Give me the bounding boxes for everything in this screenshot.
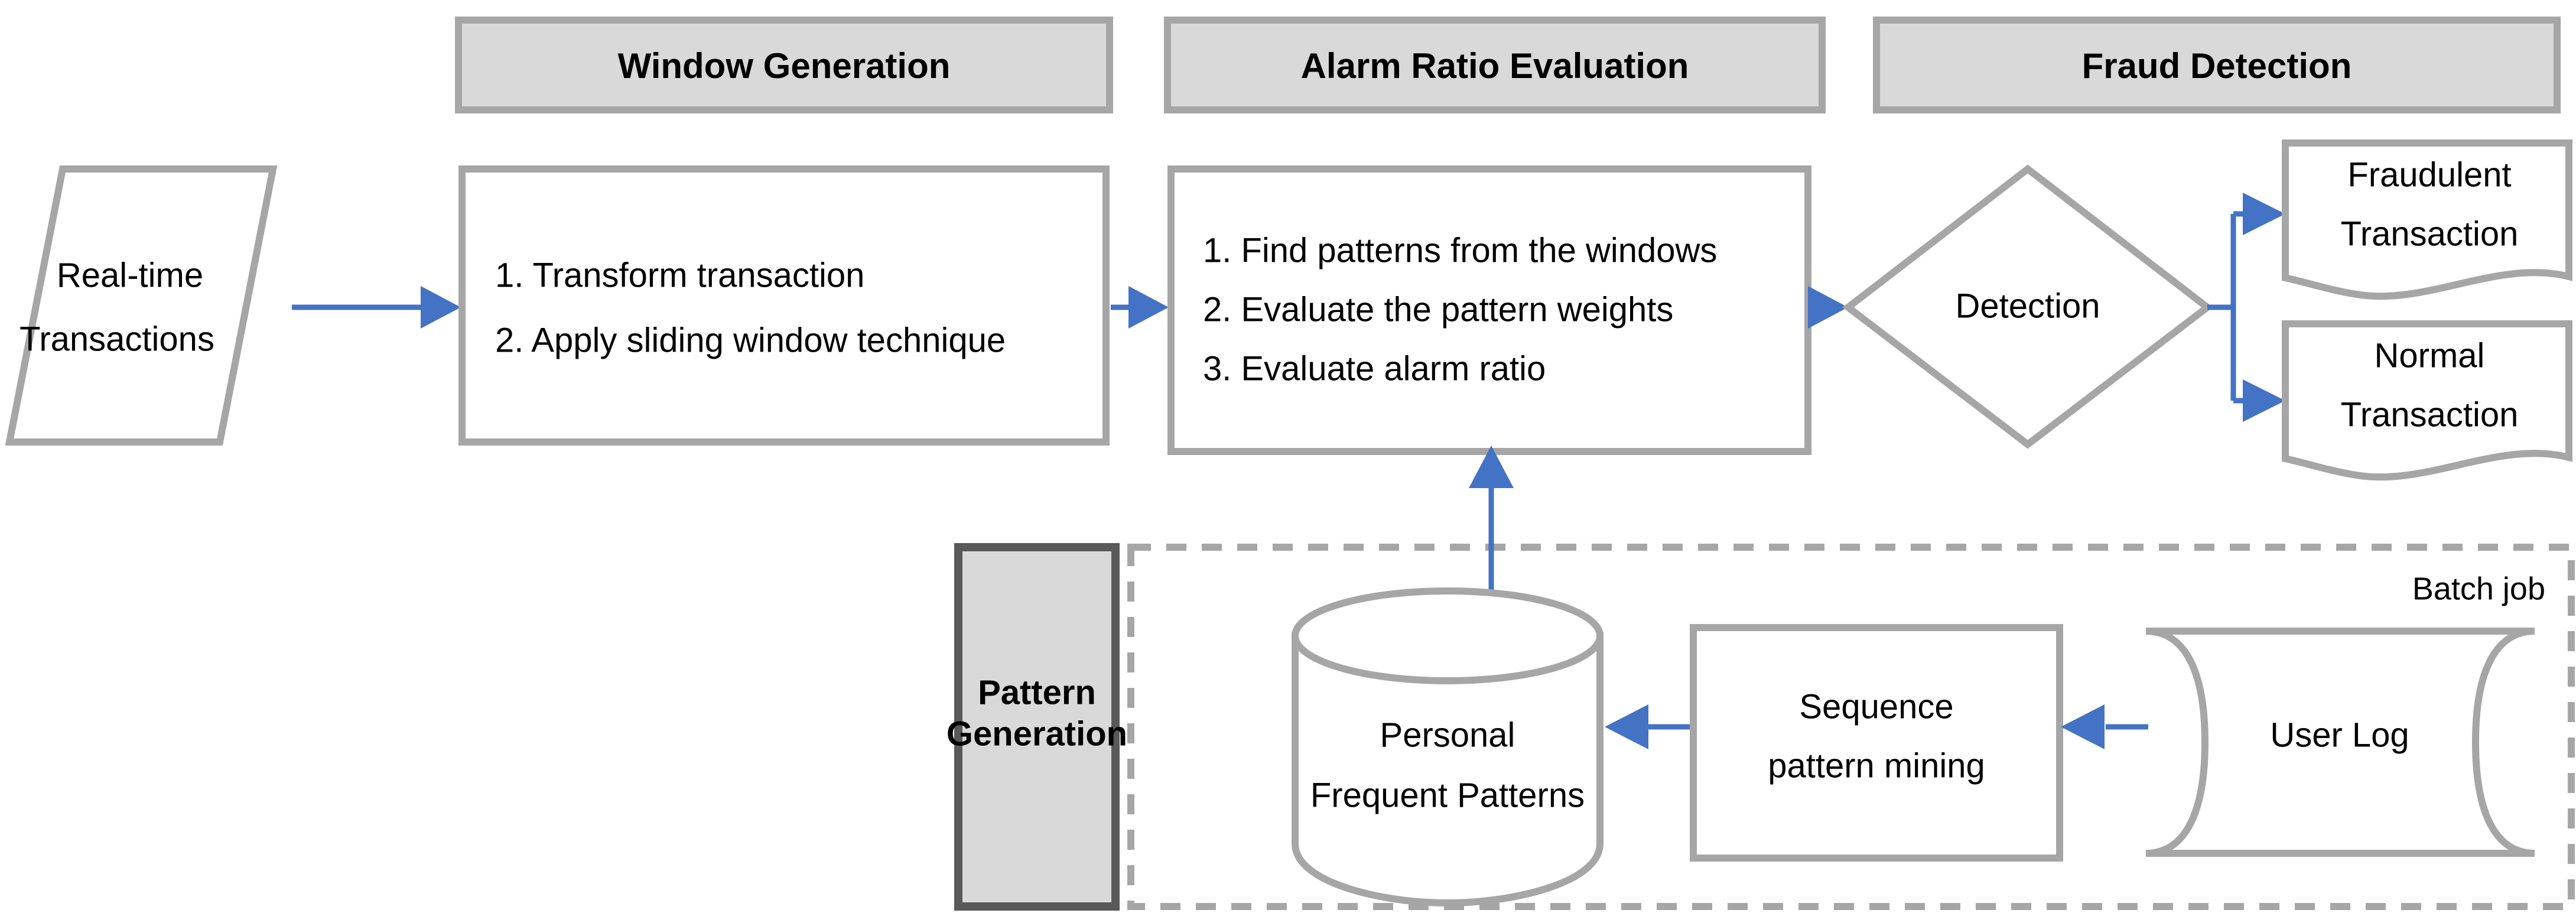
pattern-generation-line1: Pattern [978, 673, 1096, 711]
fraudulent-transaction-line1: Fraudulent [2347, 155, 2511, 194]
detection-label: Detection [1955, 287, 2100, 325]
personal-frequent-patterns-line2: Frequent Patterns [1310, 776, 1585, 814]
phase-header-window-generation: Window Generation [455, 17, 1113, 113]
node-personal-frequent-patterns[interactable]: Personal Frequent Patterns [1292, 587, 1604, 907]
node-sequence-pattern-mining[interactable]: Sequence pattern mining [1690, 624, 2063, 862]
phase-title-fraud-detection: Fraud Detection [2082, 46, 2352, 86]
node-user-log[interactable]: User Log [2145, 628, 2535, 857]
alarm-step-3: 3. Evaluate alarm ratio [1203, 349, 1546, 388]
connector-userlog-to-mining [2061, 704, 2148, 749]
group-batch-job: Batch job [1127, 544, 2575, 910]
sequence-pattern-mining-line1: Sequence [1799, 687, 1953, 726]
node-detection[interactable]: Detection [1842, 164, 2213, 449]
realtime-transactions-line1: Real-time [57, 256, 203, 294]
window-step-2: 2. Apply sliding window technique [495, 321, 1006, 359]
normal-transaction-line1: Normal [2375, 336, 2485, 375]
connector-detection-branch [2207, 193, 2285, 422]
alarm-step-1: 1. Find patterns from the windows [1203, 231, 1717, 269]
node-alarm-steps[interactable]: 1. Find patterns from the windows 2. Eva… [1167, 165, 1811, 455]
sequence-pattern-mining-line2: pattern mining [1768, 746, 1985, 785]
pattern-generation-line2: Generation [947, 714, 1127, 753]
fraudulent-transaction-line2: Transaction [2341, 215, 2519, 253]
phase-title-alarm-ratio-evaluation: Alarm Ratio Evaluation [1301, 46, 1689, 86]
personal-frequent-patterns-line1: Personal [1380, 716, 1515, 754]
connector-patterns-to-alarm [1469, 446, 1514, 609]
node-normal-transaction[interactable]: Normal Transaction [2282, 320, 2572, 481]
batch-job-label: Batch job [2412, 571, 2545, 606]
phase-title-window-generation: Window Generation [618, 46, 951, 86]
node-window-steps[interactable]: 1. Transform transaction 2. Apply slidin… [458, 165, 1110, 446]
node-fraudulent-transaction[interactable]: Fraudulent Transaction [2282, 139, 2572, 300]
connector-alarm-to-detection [1808, 286, 1848, 329]
connector-mining-to-patterns [1605, 704, 1691, 749]
window-step-1: 1. Transform transaction [495, 256, 864, 294]
normal-transaction-line2: Transaction [2341, 395, 2519, 434]
phase-header-fraud-detection: Fraud Detection [1873, 17, 2561, 113]
node-realtime-transactions[interactable]: Real-time Transactions [5, 165, 278, 446]
connector-window-to-alarm [1111, 286, 1169, 329]
connector-realtime-to-window [292, 286, 461, 329]
node-pattern-generation[interactable]: Pattern Generation [947, 543, 1127, 911]
alarm-step-2: 2. Evaluate the pattern weights [1203, 290, 1673, 329]
user-log-label: User Log [2270, 716, 2409, 754]
phase-header-alarm-ratio-evaluation: Alarm Ratio Evaluation [1164, 17, 1826, 113]
realtime-transactions-line2: Transactions [19, 320, 214, 358]
